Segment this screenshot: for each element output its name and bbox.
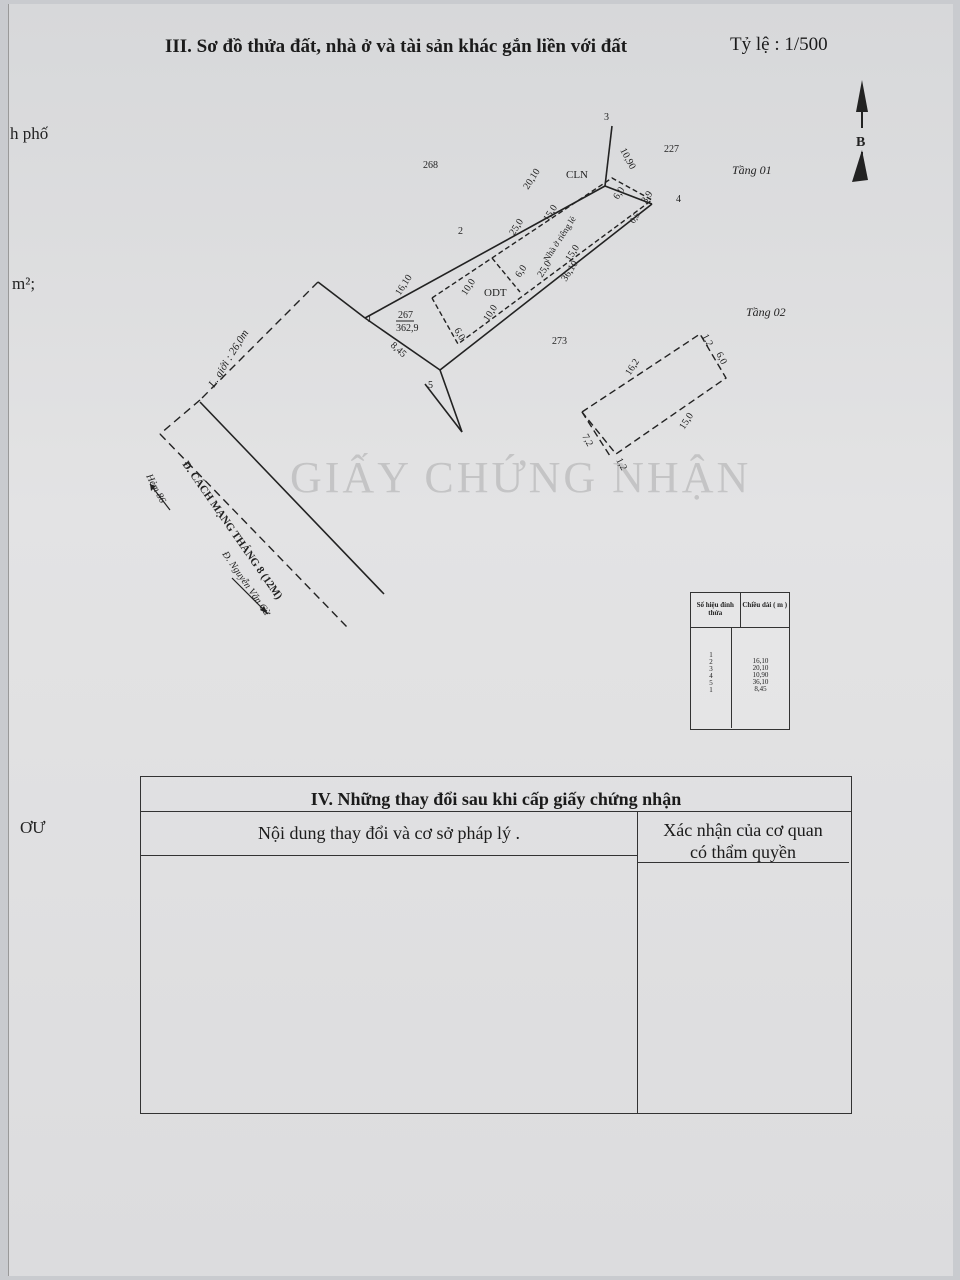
neighbor-273: 273 [552,336,567,347]
document-page [8,4,953,1276]
lgioi-label: L. giới : 26,0m [206,328,251,391]
vertex-length-table: Số hiệu đỉnh thửa Chiều dài ( m ) 1 2 3 … [690,592,790,730]
col-confirm-header: Xác nhận của cơ quan có thẩm quyền [637,811,849,863]
confirm-cell [637,863,849,1113]
vertex-1: 1 [367,314,372,325]
north-label: B [856,135,865,150]
edge-5-1: 8,45 [388,340,408,360]
vertex-5: 5 [428,380,433,391]
parcel-number: 267 [398,310,413,321]
floor2-bottom: 15,0 [677,411,696,432]
land-cln: CLN [566,169,588,181]
floor2-label: Tầng 02 [746,305,786,319]
floor2-c1: 1,2 [699,332,715,348]
dim-6-a: 6,0 [513,263,529,279]
dim-0-5: 0,5 [627,210,642,225]
vertex-2: 2 [458,226,463,237]
length-cell: 10,90 [752,671,769,679]
dim-10-a: 10,0 [459,277,478,298]
edge-1-2: 16,10 [393,273,414,298]
dim-6-b: 6,0 [451,326,467,342]
vertex-column: 1 2 3 4 5 1 [691,628,732,728]
length-cell: 36,10 [752,678,769,686]
dim-15-a: 15,0 [541,203,560,224]
edge-2-3: 20,10 [521,167,542,192]
dim-25-a: 25,0 [507,217,526,238]
dim-25-b: 25,0 [535,259,554,280]
land-odt: ODT [484,287,507,299]
parcel-boundary [317,125,653,433]
changes-title: IV. Những thay đổi sau khi cấp giấy chứn… [141,777,851,812]
road-edge [199,401,385,595]
vertex-3: 3 [604,112,609,123]
length-column: 16,10 20,10 10,90 36,10 8,45 [732,628,789,728]
road-main-label: Đ. CÁCH MẠNG THÁNG 8 (12M) [180,459,285,602]
col-length-header: Chiều dài ( m ) [742,601,788,609]
road-frontage [159,281,349,629]
col-confirm-line2: có thẩm quyền [690,842,796,862]
scale-label: Tỷ lệ : 1/500 [730,34,828,55]
col-content-header: Nội dung thay đổi và cơ sở pháp lý . [141,811,638,856]
vertex-cell: 4 [709,672,713,680]
floor2-left: 7,2 [579,432,595,448]
neighbor-268: 268 [423,160,438,171]
vertex-cell: 5 [709,679,713,687]
floor2-c2: 1,2 [613,456,629,472]
watermark: GIẤY CHỨNG NHẬN [290,453,752,502]
floor2-outline [581,333,727,457]
vertex-cell: 2 [709,658,713,666]
vertex-cell: 1 [709,651,713,659]
floor1-label: Tầng 01 [732,163,772,177]
edge-3-4: 10,90 [617,146,637,171]
length-cell: 8,45 [754,685,767,693]
margin-text-1: h phố [10,124,49,143]
neighbor-227: 227 [664,144,679,155]
north-arrow-icon: B [852,80,868,182]
parcel-area: 362,9 [396,323,419,334]
dim-6-c: 6,0 [611,185,627,201]
changes-table: IV. Những thay đổi sau khi cấp giấy chứn… [140,776,852,1114]
house-outline [431,177,654,346]
col-confirm-line1: Xác nhận của cơ quan [663,820,823,840]
vertex-cell: 1 [709,686,713,694]
dim-10-b: 10,0 [481,303,500,324]
section-title: III. Sơ đồ thửa đất, nhà ở và tài sản kh… [165,36,628,57]
margin-text-2: m²; [12,274,36,293]
col-vertex-header: Số hiệu đỉnh thửa [691,593,741,627]
alley-label: Hẻm 86 [143,471,168,505]
vertex-cell: 3 [709,665,713,673]
length-cell: 16,10 [752,657,769,665]
margin-text-3: ƠƯ [20,818,46,837]
vertex-4: 4 [676,194,681,205]
content-cell [141,855,638,1113]
floor2-right: 6,0 [713,350,729,366]
dim-3-9: 3,9 [639,189,655,205]
length-cell: 20,10 [752,664,769,672]
